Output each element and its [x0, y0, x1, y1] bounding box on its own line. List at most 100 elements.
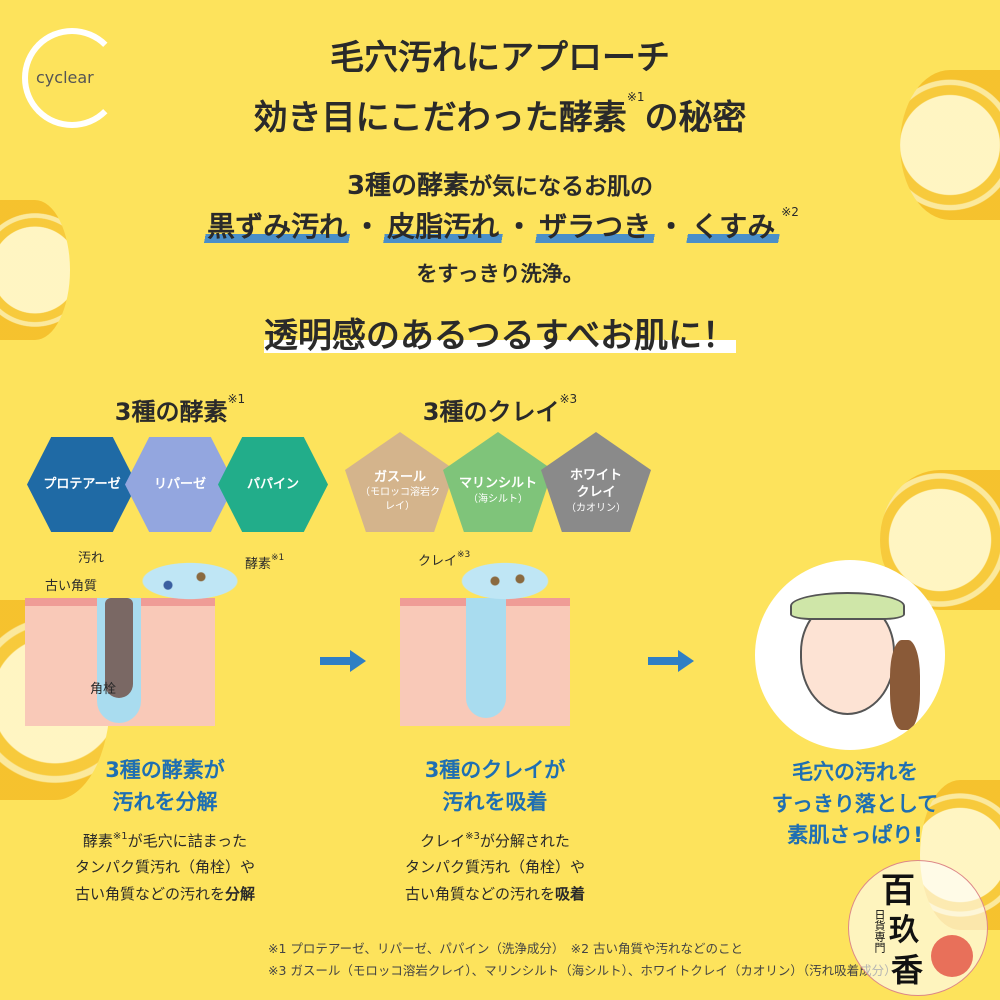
lemon-slice-decoration: [900, 70, 1000, 220]
lemon-slice-decoration: [0, 200, 70, 340]
enzymes-heading: 3種の酵素※1: [60, 392, 300, 427]
label-text: 酵素: [245, 557, 272, 572]
title-text: 効き目にこだわった酵素: [253, 98, 627, 138]
label-plug: 角栓: [90, 682, 117, 697]
body-line: タンパク質汚れ（角栓）や: [404, 858, 585, 877]
heading-text: 3種のクレイ: [422, 398, 560, 426]
step3-heading: 毛穴の汚れをすっきり落として素肌さっぱり!: [725, 757, 985, 852]
pore: [466, 598, 506, 718]
intro-line1: 3種の酵素が気になるお肌の: [0, 165, 1000, 202]
clays-heading: 3種のクレイ※3: [380, 392, 620, 427]
label-dirt: 汚れ: [78, 551, 105, 566]
clay-label: ホワイトクレイ: [569, 467, 622, 501]
clay-label: ガスール: [373, 469, 426, 485]
enzyme-label: リパーゼ: [153, 476, 206, 492]
body-emphasis: 分解: [225, 884, 256, 903]
body-text: クレイ: [420, 832, 466, 850]
stamp-char: 百: [881, 871, 915, 911]
concern: 皮脂汚れ: [381, 210, 506, 243]
concern: ザラつき: [533, 210, 658, 243]
body-text: 古い角質などの汚れを: [74, 884, 225, 903]
footnote: ※1 プロテアーゼ、リパーゼ、パパイン（洗浄成分） ※2 古い角質や汚れなどのこ…: [268, 941, 744, 956]
footnote: ※3 ガスール（モロッコ溶岩クレイ）、マリンシルト（海シルト）、ホワイトクレイ（…: [268, 962, 897, 978]
headband: [790, 592, 905, 620]
clay-sublabel: （カオリン）: [566, 502, 626, 514]
separator: ・: [657, 210, 686, 243]
body-line: 古い角質などの汚れを分解: [40, 881, 290, 907]
separator: ・: [353, 210, 382, 243]
shop-stamp-logo: 百 日貨専門 玖 香: [848, 860, 988, 996]
footnote-ref: ※3: [457, 550, 471, 560]
body-text: が毛穴に詰まった: [127, 832, 248, 850]
concern: くすみ: [685, 210, 782, 243]
arrow-right-icon: [320, 650, 366, 672]
body-line: 酵素※1が毛穴に詰まった: [40, 828, 290, 854]
footnote-ref: ※3: [465, 831, 480, 842]
footnotes: ※1 プロテアーゼ、リパーゼ、パパイン（洗浄成分） ※2 古い角質や汚れなどのこ…: [268, 938, 988, 982]
clay-white-clay: ホワイトクレイ（カオリン）: [541, 432, 651, 532]
enzyme-lipase: リパーゼ: [125, 437, 235, 532]
stamp-sub: 日貨専門: [873, 909, 886, 953]
step1-heading: 3種の酵素が汚れを分解: [40, 755, 290, 818]
heading-line: すっきり落として: [771, 791, 939, 816]
stamp-char: 玖: [889, 913, 919, 948]
footnote-ref: ※1: [626, 90, 645, 104]
brand-logo: cyclear: [22, 28, 122, 128]
step1-body: 酵素※1が毛穴に詰まった タンパク質汚れ（角栓）や 古い角質などの汚れを分解: [40, 828, 290, 907]
enzyme-papain: パパイン: [218, 437, 328, 532]
label-enzyme: 酵素※1: [245, 553, 284, 572]
body-text: が分解された: [479, 832, 570, 850]
tagline: 透明感のあるつるすべお肌に！: [0, 308, 1000, 357]
heading-line: 素肌さっぱり!: [787, 823, 923, 847]
body-emphasis: 吸着: [555, 884, 586, 903]
heading-line: 毛穴の汚れを: [792, 760, 918, 784]
arrow-right-icon: [648, 650, 694, 672]
skin-pore-diagram-clay: [400, 598, 570, 726]
body-line: 古い角質などの汚れを吸着: [370, 881, 620, 907]
enzyme-label: プロテアーゼ: [43, 476, 121, 492]
step2-heading: 3種のクレイが汚れを吸着: [370, 755, 620, 818]
skin-pore-diagram-enzyme: [25, 598, 215, 726]
clay-marine-silt: マリンシルト （海シルト）: [443, 432, 553, 532]
footnote-ref: ※2: [781, 205, 799, 219]
footnote-ref: ※1: [271, 553, 285, 563]
label-text: クレイ: [418, 554, 458, 569]
footnote-ref: ※1: [227, 392, 246, 406]
tagline-text: 透明感のあるつるすべお肌に！: [263, 316, 737, 356]
enzyme-protease: プロテアーゼ: [27, 437, 137, 532]
heading-text: 3種の酵素: [114, 398, 228, 426]
logo-text: cyclear: [36, 68, 94, 87]
dirt-bubbles: [135, 560, 245, 602]
step2-body: クレイ※3が分解された タンパク質汚れ（角栓）や 古い角質などの汚れを吸着: [370, 828, 620, 907]
heading-line: 3種のクレイが: [424, 758, 566, 782]
concern: 黒ずみ汚れ: [201, 210, 354, 243]
label-clay: クレイ※3: [418, 550, 470, 569]
footnote-ref: ※3: [559, 392, 578, 406]
intro-line3: をすっきり洗浄。: [416, 262, 584, 286]
clean-skin-face-illustration: [755, 560, 945, 750]
body-text: 酵素: [82, 832, 113, 850]
clay-sublabel: （モロッコ溶岩クレイ）: [360, 487, 440, 512]
clay-bubbles: [455, 560, 555, 602]
clay-label: マリンシルト: [458, 476, 537, 492]
body-line: タンパク質汚れ（角栓）や: [74, 858, 255, 877]
enzyme-label: パパイン: [246, 476, 299, 492]
heading-line: 汚れを分解: [112, 789, 218, 814]
body-line: クレイ※3が分解された: [370, 828, 620, 854]
page-title-line2: 効き目にこだわった酵素※1の秘密: [0, 90, 1000, 139]
hair: [890, 640, 920, 730]
intro-concerns: 黒ずみ汚れ・皮脂汚れ・ザラつき・くすみ※2: [0, 205, 1000, 245]
intro-text: が気になるお肌の: [469, 174, 654, 200]
heading-line: 汚れを吸着: [442, 789, 548, 814]
sakura-flower-icon: [931, 935, 973, 977]
clay-sublabel: （海シルト）: [468, 494, 528, 506]
heading-line: 3種の酵素が: [105, 758, 225, 782]
body-text: 古い角質などの汚れを: [404, 884, 555, 903]
footnote-ref: ※1: [112, 831, 128, 842]
separator: ・: [505, 210, 534, 243]
stamp-char: 香: [891, 951, 924, 989]
clay-ghassoul: ガスール （モロッコ溶岩クレイ）: [345, 432, 455, 532]
sebum-plug: [105, 598, 133, 698]
intro-text: 3種の酵素: [346, 171, 470, 201]
label-old-skin: 古い角質: [45, 579, 98, 594]
